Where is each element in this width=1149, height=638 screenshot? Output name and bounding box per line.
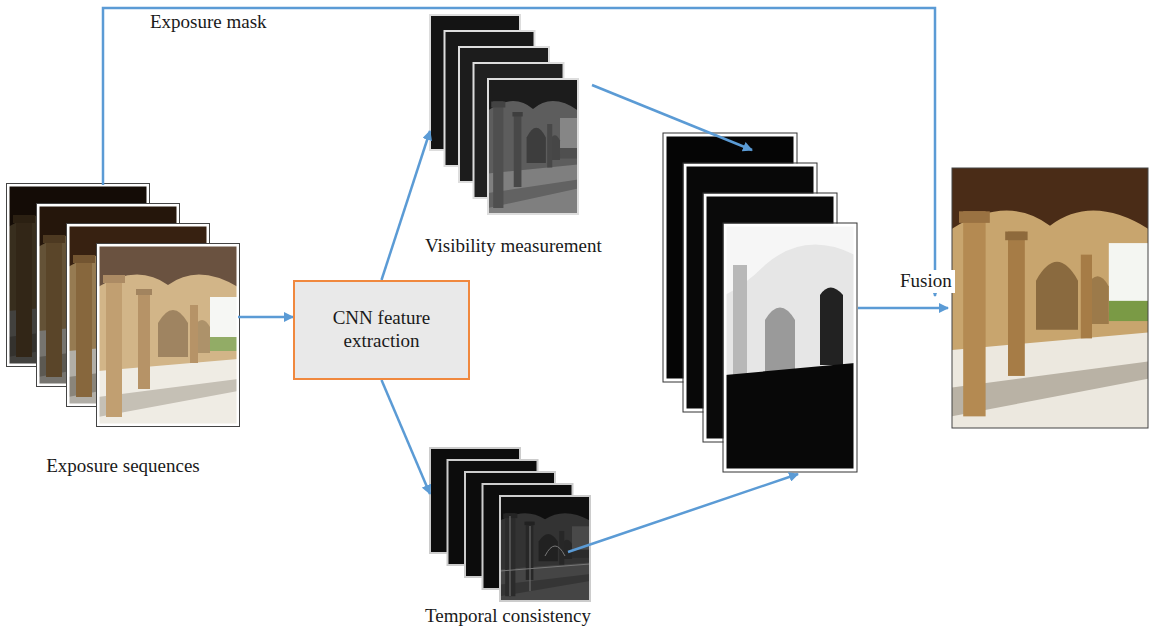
illustration-part [488,79,578,214]
arrow [592,85,752,150]
illustration-part [952,168,1148,428]
illustration-part [98,245,238,425]
illustration-part [488,79,578,214]
fusion-arrow [858,307,948,310]
exposure-mask-line [103,8,935,296]
illustration-part [98,245,238,425]
exposure-frames [7,184,240,427]
illustration-part [725,363,855,470]
illustration-part [97,244,240,427]
flow-arrow [382,131,431,280]
image-stack: Exposure sequences [8,185,238,425]
fused-image [952,168,1148,428]
illustration-part [500,516,590,596]
illustration-part [98,245,238,425]
visibility-frames [430,15,578,214]
arrow [568,474,798,552]
illustration-part [97,244,240,427]
illustration-part [725,225,855,470]
stack-label: Temporal consistency [425,605,591,628]
image-stack: Temporal consistency [430,448,590,601]
stack-label: Exposure sequences [46,455,200,478]
illustration-part [488,79,578,214]
stack-label: Visibility measurement [425,235,602,258]
illustration-part [725,225,855,470]
flow-arrow [238,316,293,319]
illustration-part [488,79,578,214]
illustration-part [952,168,1148,428]
image-stack: Visibility measurement [430,15,580,215]
illustration-part [765,308,795,376]
illustration-part [952,168,1148,428]
temporal-frames [430,448,590,601]
box-label: CNN feature extraction [305,307,458,353]
flow-arrow [382,380,431,494]
illustration-part [488,79,578,214]
illustration-part [723,223,857,472]
annotation-label: Exposure mask [150,11,267,34]
illustration-part [733,265,747,375]
illustration-part [723,223,857,472]
illustration-part [820,288,843,366]
annotation-label: Fusion [897,270,955,293]
process-box: CNN feature extraction [293,280,470,380]
flow-arrows [103,8,948,552]
weight-maps [663,133,857,472]
